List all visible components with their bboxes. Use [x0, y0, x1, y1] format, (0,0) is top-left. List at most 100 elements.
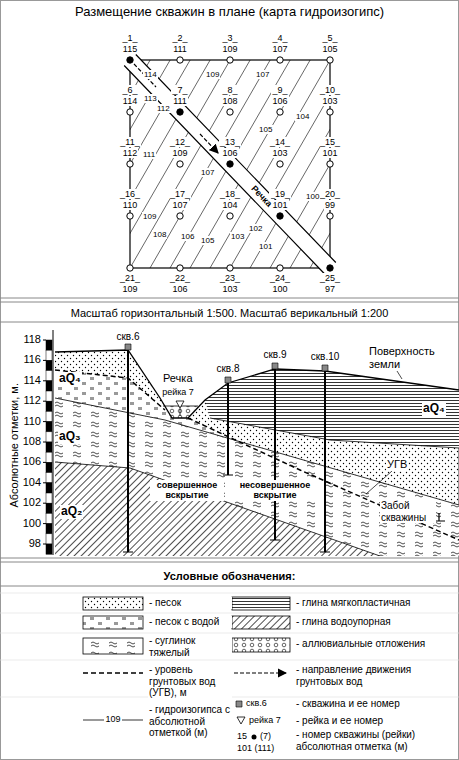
well-number: _24_ [269, 273, 291, 283]
well-marker [177, 109, 183, 115]
scale-bar-segment [46, 442, 52, 452]
scale-bar-segment [46, 381, 52, 391]
isohypse-value: 105 [258, 125, 273, 134]
drawing-path [180, 408, 181, 416]
drawing-g [55, 350, 459, 556]
scale-bar-segment [46, 462, 52, 472]
isohypse-value: 100 [305, 192, 320, 201]
axis-tick [43, 401, 46, 402]
well-number: _5_ [321, 33, 338, 43]
drawing-rect [83, 597, 143, 610]
well-number: _16_ [119, 189, 141, 199]
drawing-path [55, 350, 459, 556]
well-number: _10_ [319, 85, 341, 95]
label-text: совершенное вскрытие [150, 480, 224, 501]
axis-tick [43, 421, 46, 422]
well-elevation: 103 [221, 284, 238, 294]
drawing-rect [232, 638, 290, 652]
legend-text: - номер скважины (рейки) абсолютная отме… [295, 729, 437, 752]
label-text: Абсолютные отметки, м. [8, 382, 21, 509]
legend-text: - аллювиальные отложения [295, 638, 457, 650]
drawing-rect [83, 638, 143, 654]
well-number: _11_ [119, 137, 140, 147]
label-text: aQ₄ [58, 372, 82, 386]
well-elevation: 110 [122, 200, 138, 210]
scale-bar-segment [46, 371, 52, 381]
axis-number: 114 [22, 374, 42, 387]
well-elevation: 107 [171, 200, 188, 210]
isohypse-value: 104 [295, 112, 310, 121]
label-text: Поверхность земли [368, 345, 454, 370]
well-elevation: 111 [172, 96, 188, 106]
label-text: 15 [236, 731, 248, 741]
well-elevation: 106 [171, 284, 188, 294]
well-number: _18_ [219, 189, 241, 199]
well-elevation: 115 [122, 44, 138, 54]
drawing-path [234, 672, 286, 673]
axis-tick [43, 523, 46, 524]
isohypse-value: 107 [200, 168, 215, 177]
label-text: Забой скважины [380, 500, 436, 523]
label-text: скв.10 [310, 351, 341, 363]
scale-bar-segment [46, 432, 52, 442]
isohypse-value: 111 [142, 150, 156, 159]
label-text: скв.9 [262, 349, 287, 361]
legend-text: - направление движения грунтовых вод [295, 664, 447, 687]
well-marker [277, 109, 283, 115]
well-elevation: 97 [324, 284, 336, 294]
drawing-path [53, 330, 54, 555]
drawing-g [130, 60, 330, 268]
drawing-path [123, 475, 330, 552]
isohypse-value: 114 [143, 70, 158, 79]
isohypse-value: 101 [258, 242, 273, 251]
label-text: (7) [259, 731, 272, 741]
well-marker [127, 161, 133, 167]
well-elevation: 109 [121, 284, 138, 294]
label-text: Масштаб горизонтальный 1:500. Масштаб ве… [70, 307, 390, 320]
drawing-path [366, 371, 402, 494]
drawing-path [124, 55, 336, 274]
axis-number: 112 [22, 394, 42, 407]
drawing-path [55, 398, 459, 556]
isohypse-value: 109 [142, 212, 157, 221]
title-text: Размещение скважин в плане (карта гидрои… [74, 5, 385, 20]
isohypse-value: 113 [143, 94, 158, 103]
drawing-path [205, 369, 459, 448]
scale-bar-segment [46, 513, 52, 523]
axis-number: 106 [22, 455, 42, 468]
axis-tick [43, 360, 46, 361]
well-number: _8_ [221, 85, 238, 95]
well-marker [127, 109, 133, 115]
well-marker [177, 213, 183, 219]
scale-bar-segment [46, 503, 52, 513]
well-number: _22_ [169, 273, 191, 283]
drawing-path [124, 55, 336, 274]
well-marker [227, 109, 233, 115]
well-marker [127, 265, 133, 271]
well-marker [327, 213, 333, 219]
well-marker [277, 265, 283, 271]
legend-text: - глина водоупорная [295, 616, 457, 628]
axis-number: 98 [28, 537, 42, 550]
well-elevation: 111 [172, 44, 188, 54]
well-number: _21_ [119, 273, 141, 283]
well-number: _23_ [219, 273, 241, 283]
hydroisohypse-line [240, 60, 330, 268]
axis-number: 100 [22, 517, 42, 530]
well-elevation: 105 [321, 44, 338, 54]
axis-number: 110 [22, 415, 42, 428]
scale-bar-segment [46, 422, 52, 432]
isohypse-value: 112 [156, 104, 171, 113]
axis-number: 118 [22, 333, 42, 346]
label-text: aQ₄ [422, 402, 446, 416]
well-marker [327, 109, 333, 115]
drawing-circle [252, 735, 257, 740]
well-number: _9_ [271, 85, 288, 95]
legend-text: - рейка и ее номер [295, 715, 457, 727]
axis-number: 104 [22, 476, 42, 489]
well-elevation: 112 [122, 148, 138, 158]
well-number: _1_ [121, 33, 138, 43]
drawing-path [237, 717, 245, 724]
scale-bar-segment [46, 452, 52, 462]
